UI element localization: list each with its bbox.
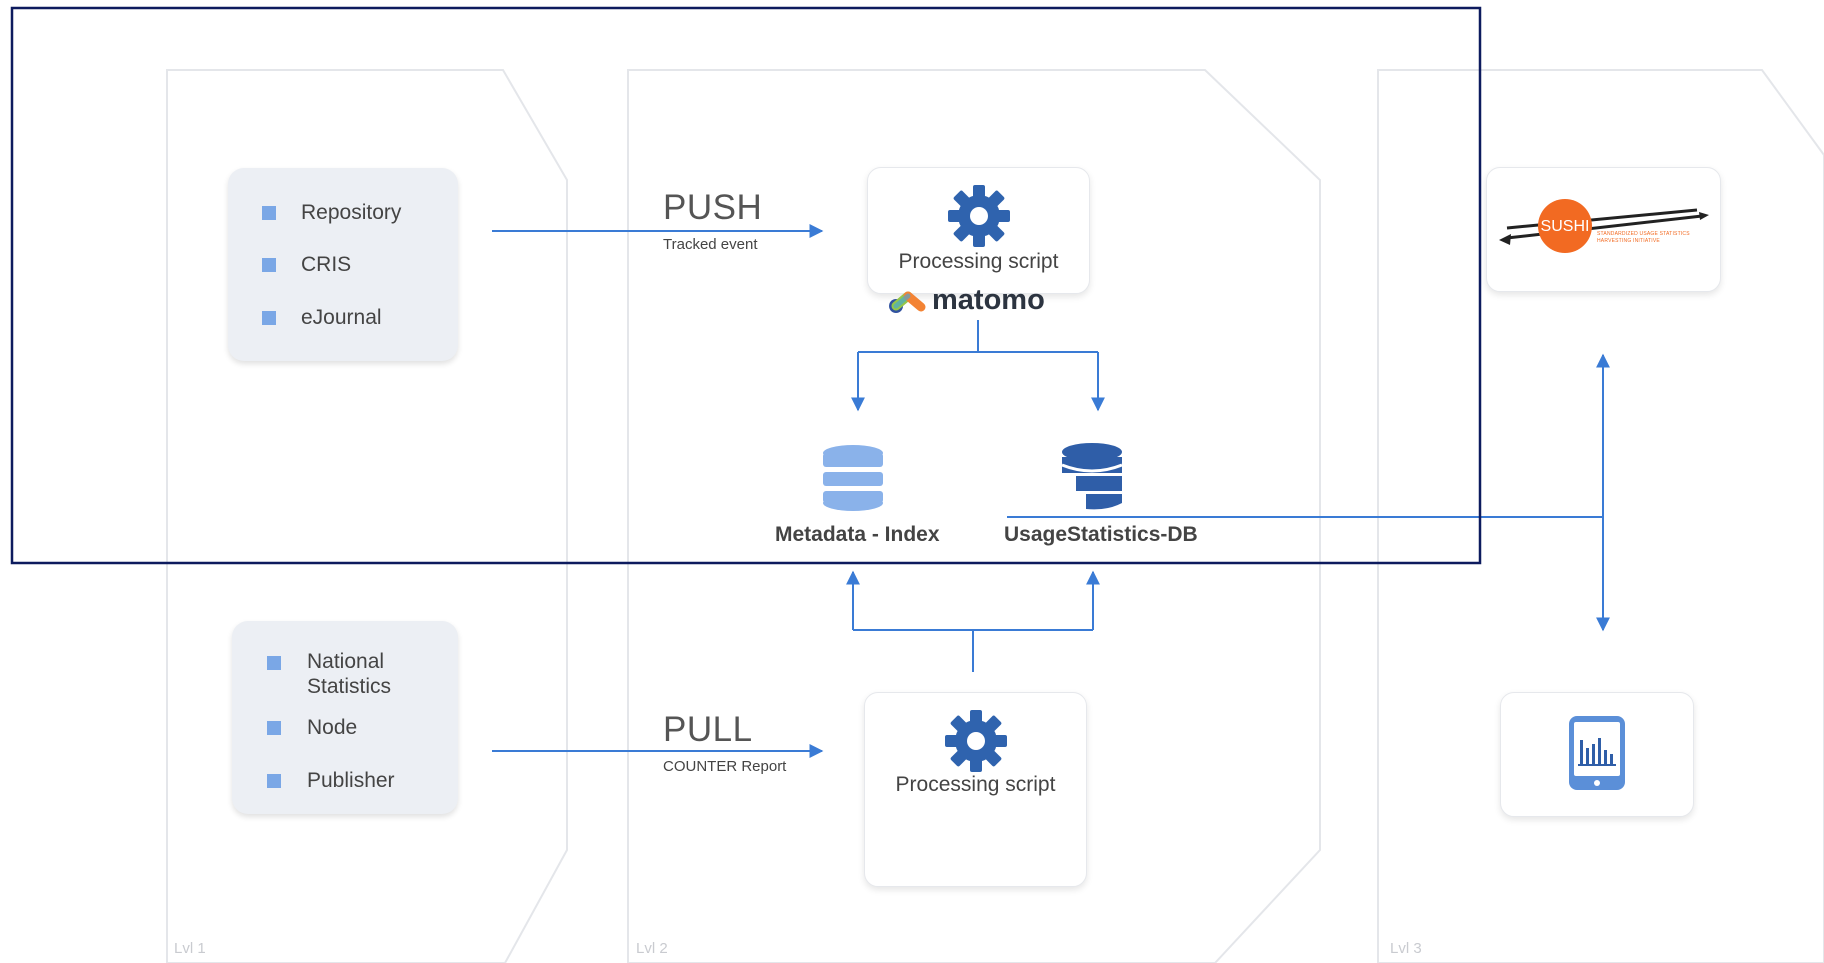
pull-sources-box: National Statistics Node Publisher <box>232 621 458 814</box>
usage-statistics-db-label: UsageStatistics-DB <box>1004 523 1198 546</box>
dashboard-box <box>1500 692 1694 817</box>
database-icon <box>1061 443 1123 510</box>
bullet-square-icon <box>262 311 276 325</box>
database-icon <box>823 445 883 511</box>
sushi-tagline-1: STANDARDIZED USAGE STATISTICS <box>1597 231 1690 237</box>
level-3-label: Lvl 3 <box>1390 940 1422 957</box>
processing-to-db-connector <box>851 320 1105 412</box>
source-national-statistics: National Statistics <box>307 650 392 698</box>
level-2-panel <box>627 69 1321 963</box>
sushi-tagline-2: HARVESTING INITIATIVE <box>1597 238 1660 244</box>
source-ejournal: eJournal <box>301 306 382 329</box>
source-repository: Repository <box>301 201 402 224</box>
source-publisher: Publisher <box>307 769 395 792</box>
processing-script-label: Processing script <box>898 250 1059 273</box>
matomo-logo-icon <box>889 291 926 313</box>
level-1-label: Lvl 1 <box>174 940 206 957</box>
bullet-square-icon <box>262 258 276 272</box>
bullet-square-icon <box>262 206 276 220</box>
tablet-chart-icon <box>1569 716 1625 790</box>
matomo-wordmark: matomo <box>932 284 1045 316</box>
sushi-box: SUSHI STANDARDIZED USAGE STATISTICS HARV… <box>1486 167 1721 292</box>
push-title: PUSH <box>663 188 763 227</box>
bullet-square-icon <box>267 774 281 788</box>
gear-icon <box>948 185 1010 247</box>
push-subtitle: Tracked event <box>663 236 758 253</box>
pull-subtitle: COUNTER Report <box>663 758 787 775</box>
sushi-logo-text: SUSHI <box>1540 218 1590 235</box>
usage-db-to-level3-connector <box>1007 353 1610 632</box>
source-cris: CRIS <box>301 253 352 276</box>
sushi-logo-icon <box>1499 199 1709 253</box>
pull-to-db-connector <box>846 570 1100 672</box>
metadata-index-label: Metadata - Index <box>775 523 940 546</box>
pull-title: PULL <box>663 710 753 749</box>
highlight-frame <box>10 6 1482 565</box>
bullet-square-icon <box>267 656 281 670</box>
push-sources-box: Repository CRIS eJournal <box>228 168 458 361</box>
processing-script-label: Processing script <box>895 773 1056 796</box>
bullet-square-icon <box>267 721 281 735</box>
processing-script-pull: Processing script <box>864 692 1087 887</box>
source-node: Node <box>307 716 358 739</box>
gear-icon <box>945 710 1007 772</box>
processing-script-push: Processing script <box>867 167 1090 294</box>
level-2-label: Lvl 2 <box>636 940 668 957</box>
